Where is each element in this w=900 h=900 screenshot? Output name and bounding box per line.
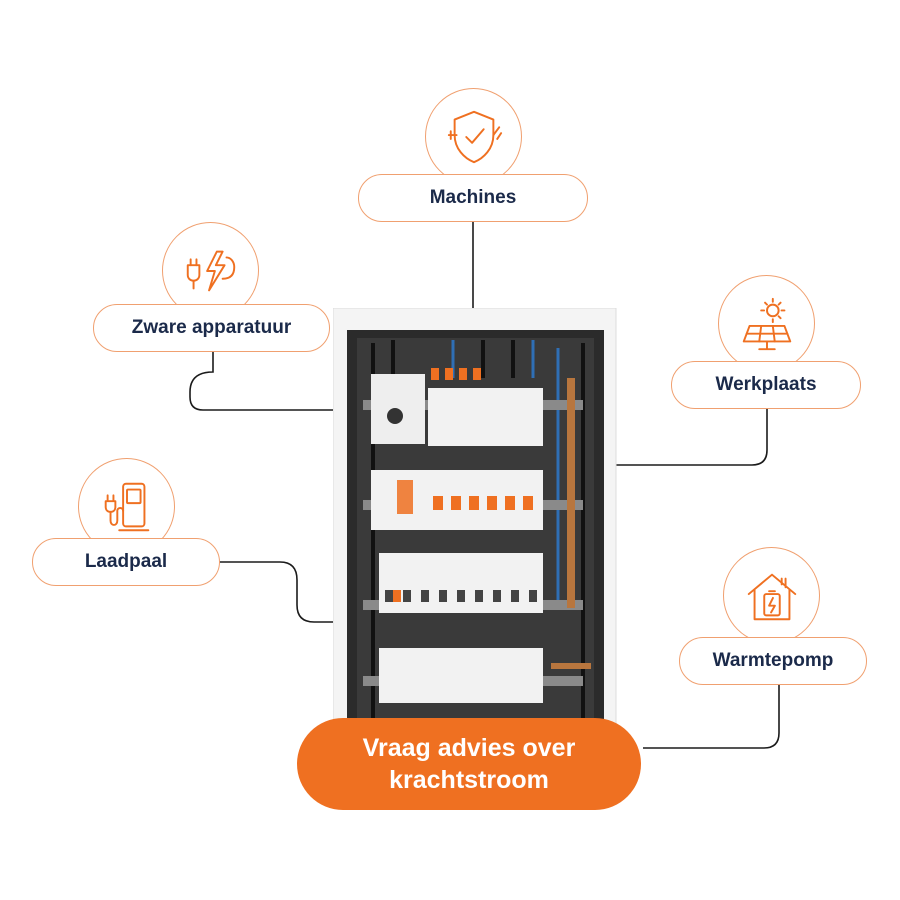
solar-panel-icon (718, 275, 815, 372)
plug-shield-icon (425, 88, 522, 185)
zware-apparatuur-label: Zware apparatuur (93, 304, 330, 352)
house-battery-icon (723, 547, 820, 644)
machines-label: Machines (358, 174, 588, 222)
werkplaats-label: Werkplaats (671, 361, 861, 409)
plug-lightning-icon (162, 222, 259, 319)
warmtepomp-label: Warmtepomp (679, 637, 867, 685)
electrical-cabinet (333, 308, 617, 728)
cta-line-1: Vraag advies over (362, 734, 576, 762)
laadpaal-label: Laadpaal (32, 538, 220, 586)
cta-line-2: krachtstroom (389, 766, 549, 794)
advice-cta-button[interactable]: Vraag advies over krachtstroom (297, 718, 641, 810)
